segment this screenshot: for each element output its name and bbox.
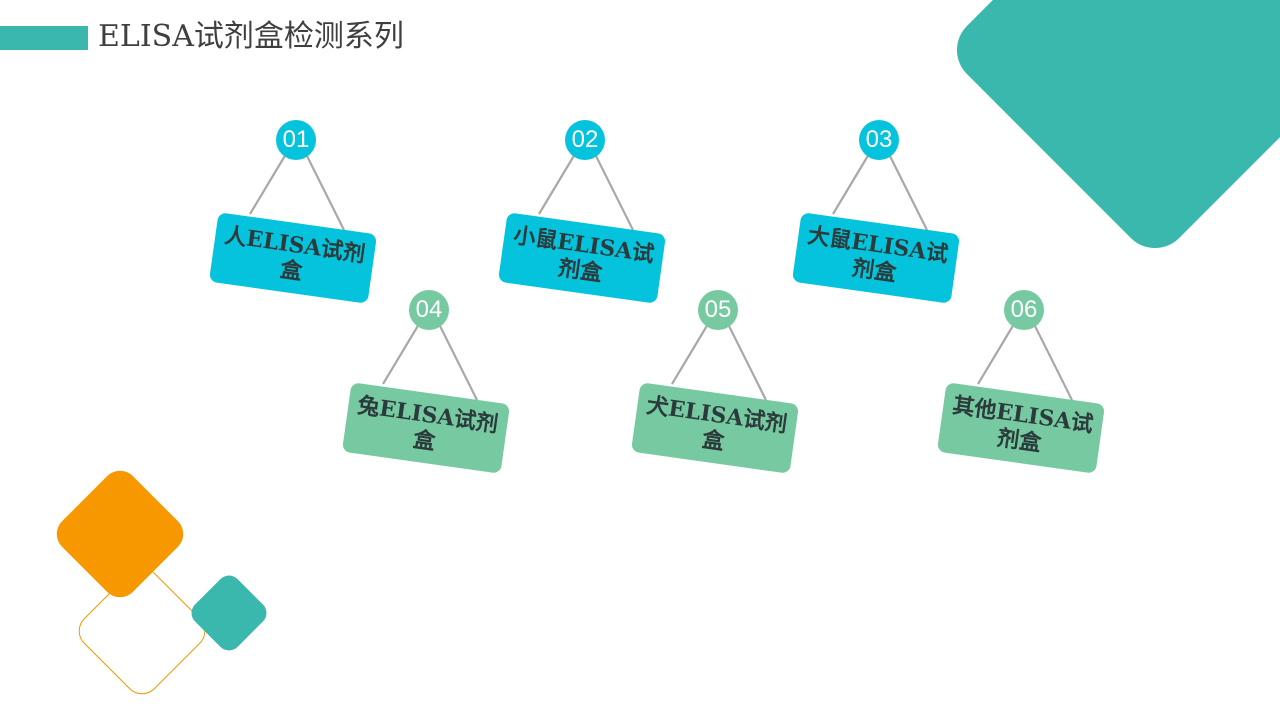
title-accent-bar xyxy=(0,26,88,50)
tag-number-badge: 06 xyxy=(1004,290,1044,330)
slide-title: ELISA试剂盒检测系列 xyxy=(98,19,404,54)
hanging-string xyxy=(382,323,478,401)
tag-number-badge: 01 xyxy=(276,120,316,160)
tag-number-badge: 05 xyxy=(698,290,738,330)
hanging-string xyxy=(832,153,928,231)
hanging-string xyxy=(977,323,1073,401)
hanging-string xyxy=(671,323,767,401)
tag-number-badge: 03 xyxy=(859,120,899,160)
hanging-string xyxy=(538,153,634,231)
teal-diamond-decoration xyxy=(942,0,1280,263)
hanging-string xyxy=(249,153,345,231)
tag-number-badge: 02 xyxy=(565,120,605,160)
orange-outline-diamond-decoration xyxy=(71,560,213,702)
tag-number-badge: 04 xyxy=(409,290,449,330)
